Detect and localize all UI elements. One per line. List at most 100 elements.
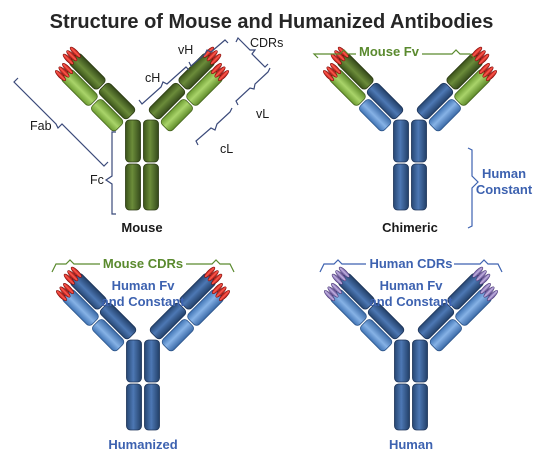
fc-domain <box>412 383 428 431</box>
cdr-loop <box>62 53 74 65</box>
cdr-loop <box>210 53 222 65</box>
heavy-constant-domain <box>149 302 187 340</box>
humanized-panel-label: Humanized <box>108 437 177 452</box>
cdr-loop <box>486 70 498 82</box>
cl-label: cL <box>220 142 233 156</box>
human-antibody <box>323 266 499 431</box>
human-cdrs-bracket-left <box>319 259 366 273</box>
cdr-loop <box>331 273 343 285</box>
cdr-loop <box>323 290 335 302</box>
left-arm <box>54 46 136 132</box>
cdr-loop <box>475 270 487 282</box>
cdr-loop <box>63 283 75 294</box>
fab-bracket <box>13 77 109 167</box>
right-arm <box>416 46 498 132</box>
cdr-loop <box>335 270 347 282</box>
cdr-loop <box>483 286 495 298</box>
light-constant-domain <box>359 99 392 132</box>
human-constant-label-line1: Human <box>482 166 526 181</box>
light-constant-domain <box>91 99 124 132</box>
fc-domain <box>412 339 428 383</box>
cdr-loop <box>204 266 216 278</box>
human-panel-annotations: Human CDRs Human Fv and Constant Human <box>319 256 503 452</box>
human-human-fv-line1: Human Fv <box>380 278 444 293</box>
vh-bracket <box>188 39 229 67</box>
cdr-loop <box>58 66 70 78</box>
cdr-loop <box>70 266 82 278</box>
cdrs-bracket <box>235 36 269 68</box>
mouse-cdrs-label: Mouse CDRs <box>103 256 183 271</box>
cdr-loop <box>334 50 346 62</box>
cdr-loop <box>478 63 490 74</box>
ch-bracket <box>138 66 190 105</box>
human-constant-bracket <box>467 147 479 229</box>
cdr-loop <box>54 70 66 82</box>
fc-domain <box>394 339 410 383</box>
mouse-fv-bracket-left <box>312 49 356 59</box>
light-constant-domain <box>160 99 193 132</box>
human-human-fv-line2: and Constant <box>369 294 453 309</box>
cdr-loop <box>55 290 67 302</box>
fc-domain <box>126 383 142 431</box>
heavy-constant-domain <box>416 82 454 120</box>
mouse-antibody <box>54 46 230 211</box>
fc-domain <box>411 119 427 163</box>
fc-domain <box>144 383 160 431</box>
chimeric-antibody <box>322 46 498 211</box>
cdr-loop <box>219 290 231 302</box>
cdr-loop <box>211 283 223 294</box>
cdr-loop <box>215 286 227 298</box>
cdr-loop <box>331 283 343 294</box>
light-constant-domain <box>92 319 125 352</box>
fc-domain <box>143 163 159 211</box>
light-constant-domain <box>428 99 461 132</box>
fc-domain <box>126 339 142 383</box>
mouse-panel-annotations: Fab Fc cH vH CDRs vL cL Mouse <box>13 36 283 235</box>
fc-domain <box>125 163 141 211</box>
diagram-title: Structure of Mouse and Humanized Antibod… <box>50 11 494 33</box>
cl-bracket <box>195 107 233 146</box>
light-constant-domain <box>161 319 194 352</box>
mouse-fv-bracket-right <box>422 49 475 59</box>
cdr-loop <box>474 50 486 62</box>
left-arm <box>323 266 405 352</box>
fc-domain <box>411 163 427 211</box>
humanized-panel-annotations: Mouse CDRs Human Fv and Constant Humaniz… <box>51 256 235 452</box>
cdr-loop <box>478 53 490 65</box>
cdr-loop <box>207 270 219 282</box>
fab-label: Fab <box>30 119 52 133</box>
cdr-loop <box>63 273 75 285</box>
fc-domain <box>393 119 409 163</box>
human-constant-label-line2: Constant <box>476 182 533 197</box>
fc-domain <box>394 383 410 431</box>
cdr-loop <box>211 273 223 285</box>
right-arm <box>148 46 230 132</box>
fc-bracket <box>104 131 116 215</box>
mouse-panel-label: Mouse <box>121 220 162 235</box>
cdr-loop <box>62 63 74 74</box>
cdr-loop <box>322 70 334 82</box>
cdr-loop <box>66 50 78 62</box>
human-cdrs-bracket-right <box>454 259 503 273</box>
cdr-loop <box>479 273 491 285</box>
cdr-loop <box>69 46 81 58</box>
cdr-loop <box>338 266 350 278</box>
vl-label: vL <box>256 107 269 121</box>
fc-domain <box>125 119 141 163</box>
cdr-loop <box>330 63 342 74</box>
human-cdrs-label: Human CDRs <box>369 256 452 271</box>
human-panel-label: Human <box>389 437 433 452</box>
cdr-loop <box>487 290 499 302</box>
cdr-loop <box>472 266 484 278</box>
cdr-loop <box>59 286 71 298</box>
cdr-loop <box>206 50 218 62</box>
humanized-human-fv-line1: Human Fv <box>112 278 176 293</box>
cdr-loop <box>327 286 339 298</box>
cdr-loop <box>214 66 226 78</box>
heavy-constant-domain <box>417 302 455 340</box>
mouse-cdrs-bracket-left <box>51 259 100 273</box>
cdr-loop <box>218 70 230 82</box>
cdr-loop <box>479 283 491 294</box>
humanized-antibody <box>55 266 231 431</box>
